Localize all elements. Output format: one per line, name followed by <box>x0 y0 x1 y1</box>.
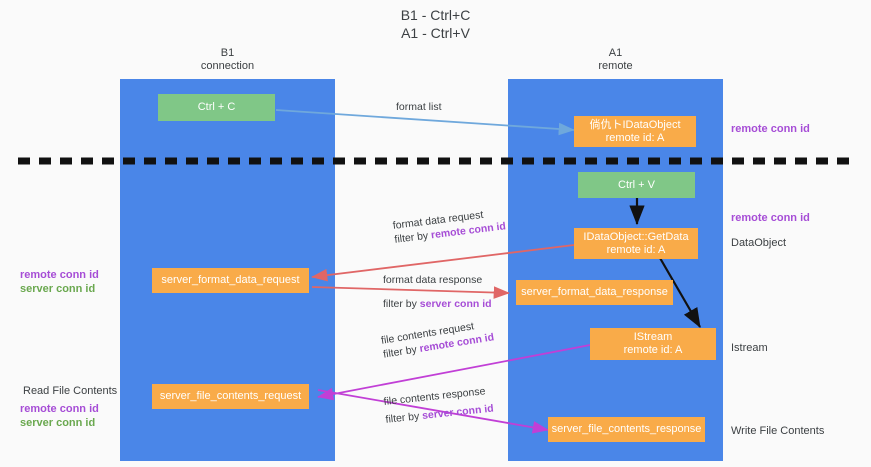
label-fdres-key: server conn id <box>419 298 492 310</box>
note-left-remote-conn-id: remote conn id <box>20 269 99 281</box>
box-getdata-line-1: IDataObject::GetData <box>583 230 689 243</box>
note-left-server-conn-id: server conn id <box>20 283 96 295</box>
note-read-file-contents: Read File Contents <box>23 384 117 398</box>
title-line-2: A1 - Ctrl+V <box>401 25 470 41</box>
column-header-a1-role: remote <box>598 60 633 72</box>
note-remote-conn-id-mid-text: remote conn id <box>731 212 810 224</box>
note-istream-text: Istream <box>731 342 768 354</box>
box-istream[interactable]: IStream remote id: A <box>590 328 716 360</box>
note-left-conn-ids: remote conn id server conn id <box>20 268 99 296</box>
box-server-file-contents-request[interactable]: server_file_contents_request <box>152 384 309 409</box>
column-header-a1-name: A1 <box>608 47 623 59</box>
note-left-server-conn-id-2: server conn id <box>20 417 96 429</box>
box-server-format-data-request[interactable]: server_format_data_request <box>152 268 309 293</box>
note-remote-conn-id-mid: remote conn id <box>731 211 810 225</box>
label-fdres-prefix: filter by <box>383 298 420 310</box>
label-format-data-response-line-1: format data response <box>383 274 483 286</box>
box-idataobject-getdata[interactable]: IDataObject::GetData remote id: A <box>574 228 698 259</box>
box-ctrl-v-label: Ctrl + V <box>618 178 655 191</box>
box-server-file-contents-request-label: server_file_contents_request <box>159 390 302 402</box>
column-header-b1-role: connection <box>200 60 255 72</box>
box-idataobject-line-1: 倘仇トIDataObject <box>589 118 681 131</box>
box-server-format-data-response[interactable]: server_format_data_response <box>516 280 673 305</box>
note-left-remote-conn-id-2: remote conn id <box>20 403 99 415</box>
note-istream: Istream <box>731 341 768 355</box>
note-remote-conn-id-top-text: remote conn id <box>731 123 810 135</box>
box-istream-line-1: IStream <box>633 331 673 343</box>
note-left-conn-ids-2: remote conn id server conn id <box>20 402 99 430</box>
box-getdata-line-2: remote id: A <box>606 243 666 256</box>
note-remote-conn-id-top: remote conn id <box>731 122 810 136</box>
box-server-file-contents-response-label: server_file_contents_response <box>551 423 702 435</box>
note-dataobject: DataObject <box>731 236 786 250</box>
label-file-contents-response: file contents response filter by server … <box>383 384 494 427</box>
box-server-format-data-request-label: server_format_data_request <box>161 274 300 286</box>
column-header-b1: B1 connection <box>120 47 335 73</box>
column-header-b1-name: B1 <box>220 47 235 59</box>
label-file-contents-request: file contents request filter by remote c… <box>380 316 495 361</box>
note-read-file-contents-text: Read File Contents <box>23 385 118 397</box>
box-ctrl-c[interactable]: Ctrl + C <box>158 94 275 121</box>
label-fcres-prefix: filter by <box>384 410 423 426</box>
label-format-list-text: format list <box>396 101 442 113</box>
column-header-a1: A1 remote <box>508 47 723 73</box>
label-format-data-response-line-2: filter by server conn id <box>383 297 492 311</box>
box-server-file-contents-response[interactable]: server_file_contents_response <box>548 417 705 442</box>
label-format-list: format list <box>396 100 442 114</box>
label-fdreq-prefix: filter by <box>393 229 432 246</box>
box-server-format-data-response-label: server_format_data_response <box>521 286 668 298</box>
box-ctrl-c-label: Ctrl + C <box>197 101 236 113</box>
box-idataobject-line-2: remote id: A <box>605 131 665 144</box>
diagram-title: B1 - Ctrl+C A1 - Ctrl+V <box>0 6 871 42</box>
box-ctrl-v[interactable]: Ctrl + V <box>578 172 695 198</box>
label-format-data-response: format data response filter by server co… <box>383 273 492 311</box>
label-fcres-key: server conn id <box>421 402 495 422</box>
label-format-data-request: format data request filter by remote con… <box>392 205 507 246</box>
box-istream-line-2: remote id: A <box>623 344 683 356</box>
note-dataobject-text: DataObject <box>731 237 787 249</box>
title-line-1: B1 - Ctrl+C <box>400 7 471 23</box>
note-write-file-contents: Write File Contents <box>731 424 824 438</box>
note-write-file-contents-text: Write File Contents <box>731 425 825 437</box>
box-idataobject[interactable]: 倘仇トIDataObject remote id: A <box>574 116 696 147</box>
